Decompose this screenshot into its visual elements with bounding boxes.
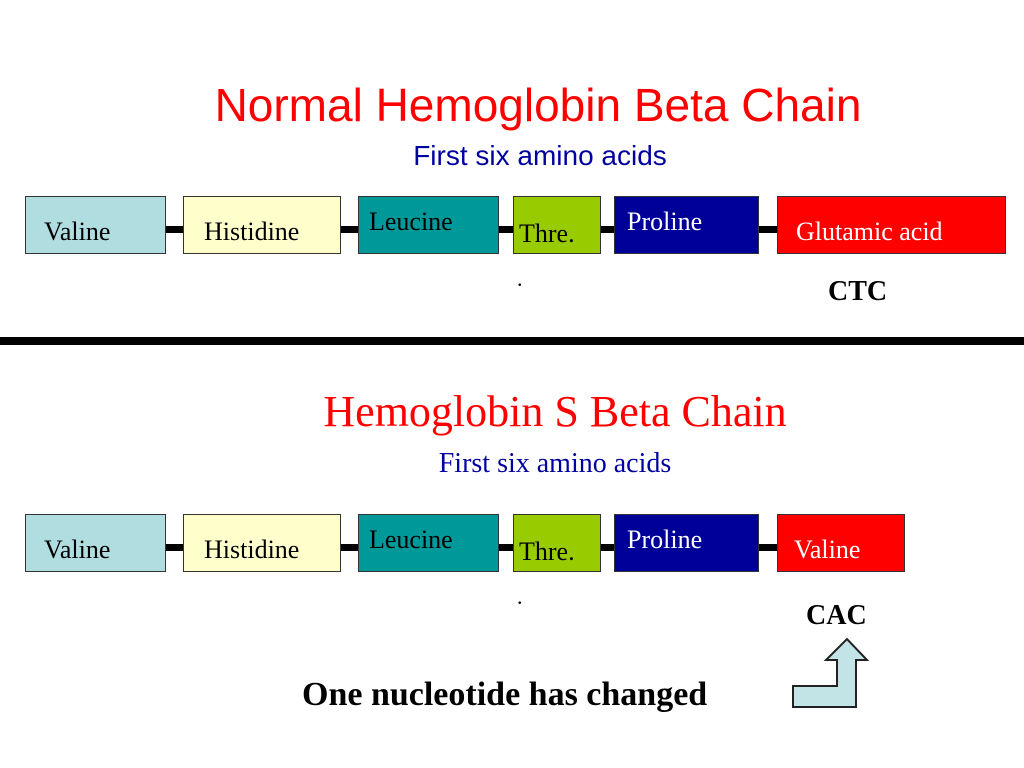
normal-peptide-bond-4: [601, 226, 614, 233]
mutation-caption: One nucleotide has changed: [302, 676, 708, 713]
sickle-peptide-bond-1: [166, 544, 183, 551]
sickle-threonine-label: Thre.: [519, 537, 575, 566]
normal-chain-subtitle: First six amino acids: [413, 140, 667, 171]
normal-peptide-bond-5: [759, 226, 777, 233]
sickle-chain-subtitle: First six amino acids: [438, 448, 672, 479]
sickle-threonine-box: Thre.: [513, 514, 601, 572]
normal-threonine-label: Thre.: [519, 219, 575, 248]
normal-glutamic-acid-box: Glutamic acid: [777, 196, 1006, 254]
sickle-peptide-bond-4: [601, 544, 614, 551]
section-divider: [0, 337, 1024, 345]
normal-glutamic-acid-label: Glutamic acid: [796, 217, 943, 246]
sickle-valine-box: Valine: [25, 514, 166, 572]
normal-leucine-box: Leucine: [358, 196, 499, 254]
sickle-chain-title: Hemoglobin S Beta Chain: [323, 387, 787, 436]
sickle-histidine-box: Histidine: [183, 514, 341, 572]
normal-valine-box: Valine: [25, 196, 166, 254]
normal-peptide-bond-1: [166, 226, 183, 233]
sickle-histidine-label: Histidine: [204, 535, 300, 564]
normal-peptide-bond-2: [341, 226, 358, 233]
normal-valine-label: Valine: [44, 217, 111, 246]
normal-histidine-box: Histidine: [183, 196, 341, 254]
sickle-leucine-label: Leucine: [369, 525, 453, 554]
normal-threonine-box: Thre.: [513, 196, 601, 254]
normal-threonine-dot: .: [517, 266, 523, 291]
turn-up-arrow-icon: [792, 637, 870, 708]
normal-leucine-label: Leucine: [369, 207, 453, 236]
sickle-valine-changed-label: Valine: [794, 535, 861, 564]
normal-peptide-bond-3: [499, 226, 513, 233]
normal-histidine-label: Histidine: [204, 217, 300, 246]
sickle-proline-box: Proline: [614, 514, 759, 572]
sickle-threonine-dot: .: [517, 584, 523, 609]
normal-chain-title: Normal Hemoglobin Beta Chain: [214, 79, 862, 131]
sickle-proline-label: Proline: [627, 525, 703, 554]
normal-proline-box: Proline: [614, 196, 759, 254]
normal-codon: CTC: [828, 276, 888, 307]
sickle-valine-label: Valine: [44, 535, 111, 564]
normal-proline-label: Proline: [627, 207, 703, 236]
sickle-leucine-box: Leucine: [358, 514, 499, 572]
sickle-peptide-bond-3: [499, 544, 513, 551]
sickle-peptide-bond-2: [341, 544, 358, 551]
sickle-peptide-bond-5: [759, 544, 777, 551]
sickle-valine-changed-box: Valine: [777, 514, 905, 572]
sickle-codon: CAC: [806, 600, 867, 631]
